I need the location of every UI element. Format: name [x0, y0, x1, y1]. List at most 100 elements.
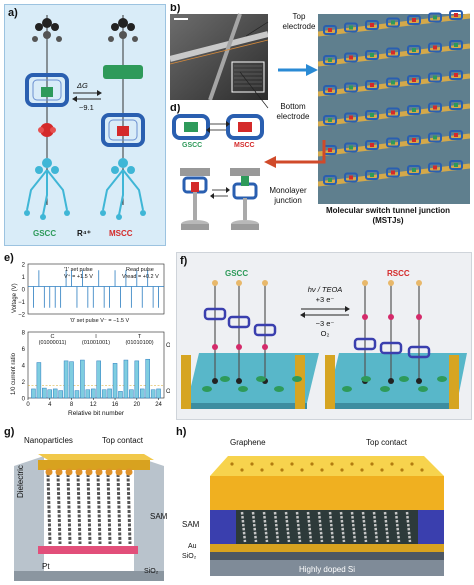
mscc-tag-d: MSCC	[234, 142, 255, 149]
panel-h-illustration	[176, 426, 470, 582]
read-annotation: Read pulse	[126, 267, 154, 273]
graphene-dot	[300, 468, 304, 472]
ratio-axis-label: 1/0 current ratio	[11, 352, 17, 395]
gscc-molecule	[24, 15, 70, 220]
rscc-tag-f: RSCC	[387, 269, 410, 278]
equilibrium-arrows	[72, 90, 102, 102]
nanoparticle	[125, 468, 133, 476]
sam-molecule	[56, 473, 62, 545]
panel-d-label: d)	[170, 104, 181, 114]
junction-station	[454, 163, 458, 167]
panel-b-label: b)	[170, 4, 181, 14]
bit-bar	[58, 390, 63, 399]
bit-bar	[139, 388, 145, 399]
junction-ring	[344, 142, 358, 153]
junction-ring	[344, 22, 358, 33]
electrode-leader-lines	[239, 21, 269, 109]
graphene-dot	[260, 468, 264, 472]
nanoparticle	[55, 468, 63, 476]
bit-bar	[107, 388, 112, 399]
panel-a-illustration	[24, 15, 146, 220]
junction-ring	[344, 172, 358, 183]
stopper-atom	[262, 280, 268, 286]
sam-molecule	[76, 473, 82, 545]
panel-f-label: f)	[180, 255, 188, 267]
nanoparticle	[75, 468, 83, 476]
sam-molecule	[46, 473, 52, 545]
bit-bar	[145, 358, 150, 399]
ratio-tick-label: 6	[22, 347, 26, 353]
junction-station	[433, 165, 437, 170]
junction-ring	[344, 82, 358, 93]
graphene-dot	[320, 468, 324, 472]
junction-station	[370, 113, 374, 117]
junction-station	[328, 148, 332, 152]
voltage-tick-label: 2	[22, 263, 26, 269]
bit-bar	[96, 360, 101, 399]
byte1-letter: C	[50, 334, 54, 340]
electrode-strip	[318, 103, 470, 127]
nanoparticle	[65, 468, 73, 476]
delta-g-label: ΔG	[77, 81, 88, 90]
bit-bar	[74, 390, 80, 399]
sam-label-g: SAM	[150, 512, 168, 521]
bit-bar	[118, 391, 123, 399]
green-cluster	[256, 376, 266, 382]
junction-station	[391, 170, 395, 175]
junction-ring	[323, 175, 337, 185]
panel-e-label: e)	[4, 252, 14, 264]
sio2-label-h: SiO₂	[182, 553, 197, 560]
minus-electrons-label: −3 e⁻	[315, 319, 335, 328]
sam-molecule	[372, 511, 379, 543]
junction-station	[391, 140, 395, 145]
green-cluster	[380, 386, 390, 392]
junction-ring	[386, 167, 400, 178]
junction-ring	[449, 40, 463, 50]
anchor-atom	[388, 378, 394, 384]
plus-electrons-label: +3 e⁻	[315, 295, 335, 304]
bit-bar	[85, 389, 91, 399]
junction-station	[349, 55, 353, 60]
green-cluster	[342, 386, 352, 392]
junction-right	[230, 168, 260, 230]
junction-station	[328, 88, 332, 92]
panel-a-label: a)	[8, 7, 18, 19]
cbpqt-ring	[203, 307, 227, 321]
sam-molecule	[328, 511, 335, 543]
junction-station	[454, 73, 458, 77]
monolayer-junction-label: Monolayer junction	[269, 186, 307, 205]
oxygen-label: O₂	[320, 329, 330, 338]
junction-ring	[365, 50, 379, 60]
stopper-atom	[416, 280, 422, 286]
hv-teoa-label: hν / TEOA	[307, 285, 343, 294]
sam-molecule	[361, 511, 368, 543]
junction-station	[391, 80, 395, 85]
bit-bar	[80, 359, 85, 399]
junction-station	[349, 115, 353, 120]
bit-bar	[36, 362, 42, 399]
green-cluster	[361, 376, 371, 382]
graphene-dot	[380, 468, 384, 472]
cbpqt-ring	[379, 341, 403, 355]
junction-station	[412, 78, 416, 82]
nanoparticles-label: Nanoparticles	[24, 436, 73, 445]
green-cluster	[202, 386, 212, 392]
junction-ring	[323, 115, 337, 125]
off-label: Off	[166, 389, 170, 395]
junction-station	[433, 75, 437, 80]
junction-ring	[428, 162, 442, 173]
x-tick-label: 0	[26, 402, 30, 408]
gscc-caption: GSCC	[33, 229, 57, 238]
top-contact-label-h: Top contact	[366, 438, 407, 447]
doped-si-label: Highly doped Si	[298, 565, 356, 574]
panel-g-label: g)	[4, 426, 15, 438]
junction-ring	[428, 102, 442, 113]
byte3-bits: (01010100)	[125, 340, 153, 346]
green-cluster	[274, 386, 284, 392]
molecule-station	[236, 344, 242, 350]
sam-molecule	[86, 473, 92, 545]
junction-station	[370, 83, 374, 87]
junction-station	[433, 135, 437, 140]
